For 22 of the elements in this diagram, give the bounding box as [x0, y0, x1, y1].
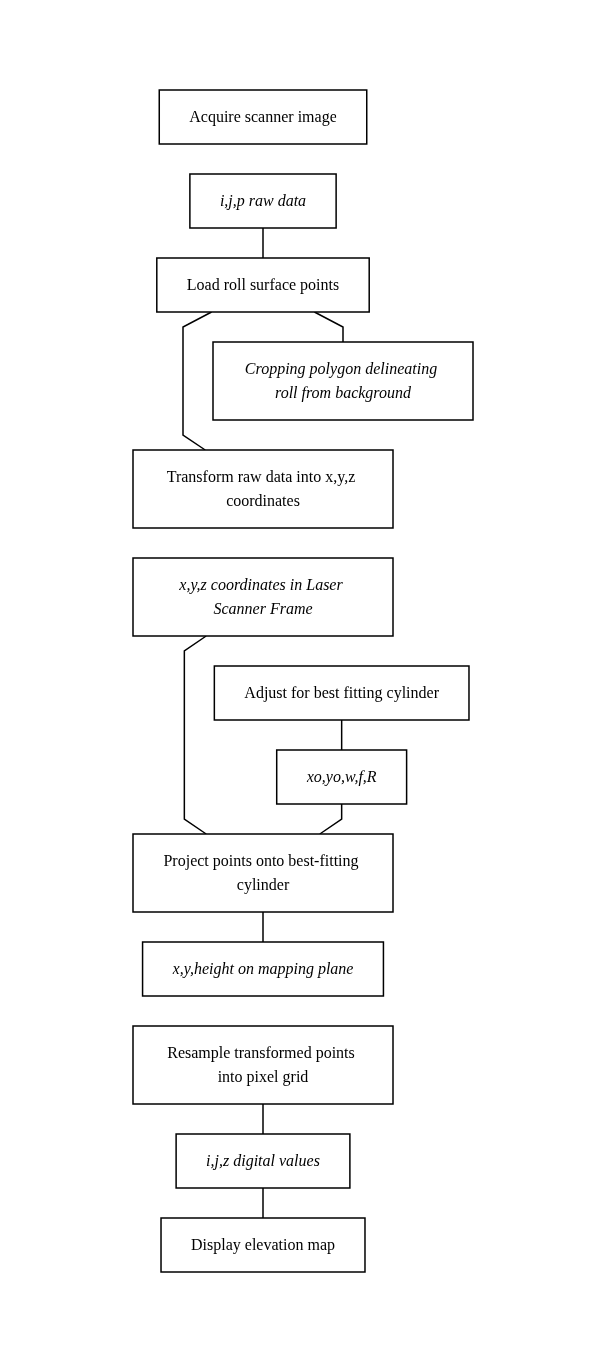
node-box: Adjust for best fitting cylinder	[213, 664, 470, 721]
connector	[183, 634, 207, 835]
node-box: Transform raw data into x,y,z coordinates	[131, 448, 394, 529]
node-box: Acquire scanner image	[158, 88, 367, 145]
connector	[313, 310, 344, 343]
node-box: Project points onto best-fitting cylinder	[131, 832, 394, 913]
node-box: xo,yo,w,f,R	[275, 748, 407, 805]
node-box: Load roll surface points	[155, 256, 370, 313]
node-box: x,y,z coordinates in Laser Scanner Frame	[131, 556, 394, 637]
connector	[261, 1102, 264, 1135]
node-box: Resample transformed points into pixel grid	[131, 1024, 394, 1105]
connector	[340, 718, 342, 751]
node-box: x,y,height on mapping plane	[141, 940, 384, 997]
node-box: i,j,p raw data	[188, 172, 337, 229]
node-box: Cropping polygon delineating roll from background	[211, 340, 474, 421]
connector	[261, 226, 264, 259]
connector	[181, 310, 212, 451]
node-box: i,j,z digital values	[174, 1132, 351, 1189]
connector	[318, 802, 342, 835]
connector	[261, 910, 264, 943]
connector	[261, 1186, 264, 1219]
node-box: Display elevation map	[159, 1216, 366, 1273]
